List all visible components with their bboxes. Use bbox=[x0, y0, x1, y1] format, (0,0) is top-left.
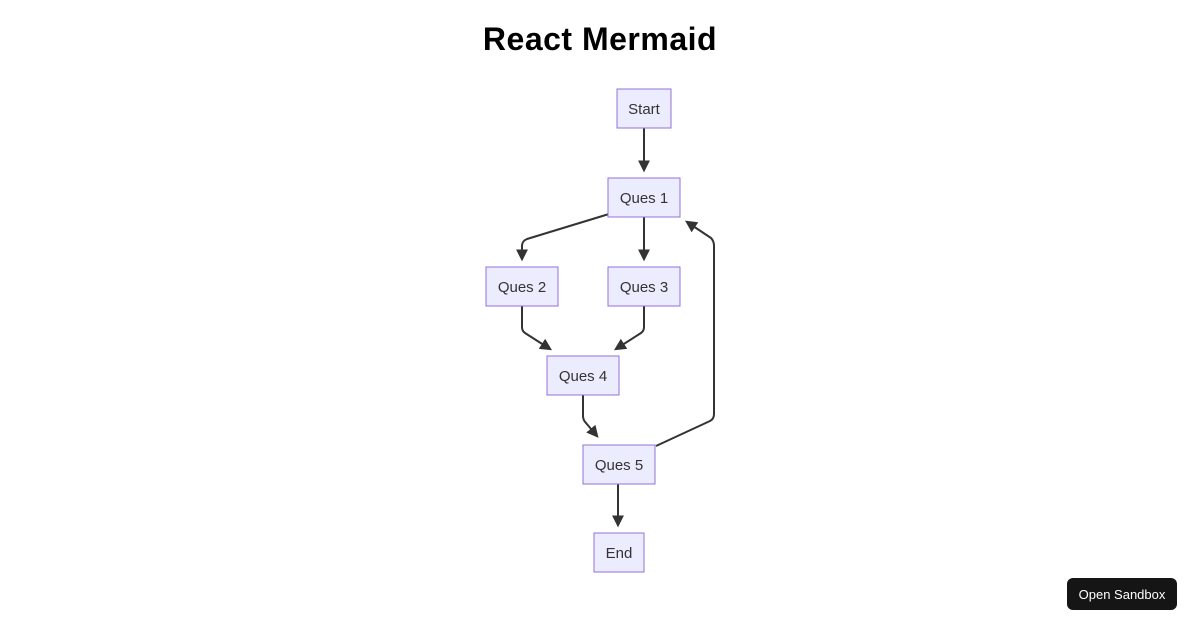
node-end-label: End bbox=[606, 545, 633, 562]
node-ques2: Ques 2 bbox=[485, 266, 559, 307]
node-start-label: Start bbox=[628, 101, 661, 118]
node-ques1-label: Ques 1 bbox=[620, 190, 668, 207]
node-ques4-label: Ques 4 bbox=[559, 368, 607, 385]
node-ques1: Ques 1 bbox=[607, 177, 681, 218]
node-ques2-label: Ques 2 bbox=[498, 279, 546, 296]
node-ques5: Ques 5 bbox=[582, 444, 656, 485]
node-ques3: Ques 3 bbox=[607, 266, 681, 307]
edge-ques3-ques4 bbox=[613, 306, 645, 351]
node-group: Start Ques 1 Ques 2 Ques 3 Ques 4 Ques 5… bbox=[485, 88, 681, 573]
edge-group bbox=[516, 128, 715, 528]
node-end: End bbox=[593, 532, 645, 573]
edge-ques5-ques1 bbox=[655, 220, 715, 447]
page-title: React Mermaid bbox=[482, 21, 718, 57]
node-ques4: Ques 4 bbox=[546, 355, 620, 396]
edge-ques2-ques4 bbox=[521, 306, 553, 351]
open-sandbox-button[interactable]: Open Sandbox bbox=[1067, 578, 1177, 610]
edge-ques1-ques2 bbox=[516, 213, 610, 262]
node-start: Start bbox=[616, 88, 672, 129]
edge-ques4-ques5 bbox=[582, 395, 599, 438]
node-ques3-label: Ques 3 bbox=[620, 279, 668, 296]
node-ques5-label: Ques 5 bbox=[595, 457, 643, 474]
